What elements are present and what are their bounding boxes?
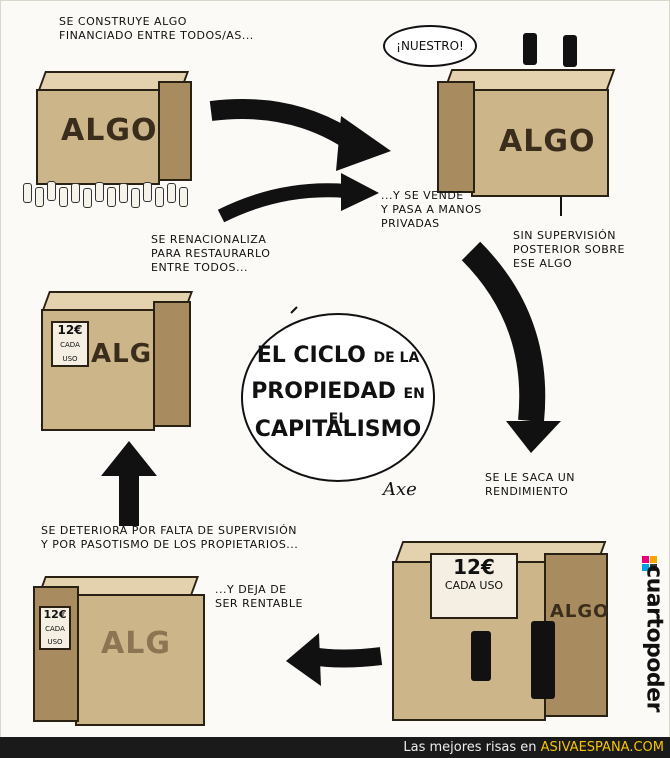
faded-algo-label: ALG bbox=[101, 626, 171, 661]
owner-figure bbox=[523, 33, 537, 65]
footer-text: Las mejores risas en bbox=[403, 740, 541, 755]
broken-algo-label: ALG bbox=[91, 339, 153, 369]
price-sign: 12€ CADA USO bbox=[39, 606, 71, 650]
brand-logo: cuartopoder bbox=[639, 556, 667, 726]
caption-built: SE CONSTRUYE ALGO FINANCIADO ENTRE TODOS… bbox=[59, 15, 254, 42]
artist-signature: Axe bbox=[383, 479, 417, 500]
footer-site[interactable]: ASIVAESPANA.COM bbox=[540, 740, 664, 755]
algo-label: ALGO bbox=[61, 113, 158, 148]
algo-label: ALGO bbox=[499, 124, 596, 159]
brand-icon bbox=[642, 556, 657, 571]
algo-block-profit: 12€ CADA USO ALGO bbox=[386, 541, 616, 721]
speech-bubble-ours: ¡NUESTRO! bbox=[383, 25, 477, 67]
caption-no-supervision: SIN SUPERVISIÓN POSTERIOR SOBRE ESE ALGO bbox=[513, 229, 625, 270]
algo-block-deteriorated: 12€ CADA USO ALG bbox=[29, 576, 205, 726]
security-guard-figure bbox=[531, 621, 555, 699]
owner-figure bbox=[563, 35, 577, 67]
algo-side-label: ALGO bbox=[550, 601, 610, 622]
title-circle: EL CICLO DE LA PROPIEDAD EN EL CAPITALIS… bbox=[241, 313, 435, 482]
crowd-people bbox=[21, 179, 201, 213]
caption-sold: ...Y SE VENDE Y PASA A MANOS PRIVADAS bbox=[381, 189, 482, 230]
price-sign: 12€ CADA USO bbox=[51, 321, 89, 367]
caption-unprofitable: ...Y DEJA DE SER RENTABLE bbox=[215, 583, 303, 610]
algo-block-private: ALGO bbox=[431, 69, 621, 197]
caption-renationalize: SE RENACIONALIZA PARA RESTAURARLO ENTRE … bbox=[151, 233, 271, 274]
comic-panel: SE CONSTRUYE ALGO FINANCIADO ENTRE TODOS… bbox=[0, 0, 670, 738]
algo-block-public: ALGO bbox=[31, 71, 196, 185]
title-line-2: PROPIEDAD EN EL bbox=[251, 379, 425, 427]
caption-deteriorates: SE DETERIORA POR FALTA DE SUPERVISIÓN Y … bbox=[41, 524, 299, 551]
owner-figure bbox=[471, 631, 491, 681]
algo-block-restoring: 12€ CADA USO ALG bbox=[35, 291, 195, 431]
price-sign: 12€ CADA USO bbox=[430, 553, 518, 619]
caption-profit: SE LE SACA UN RENDIMIENTO bbox=[485, 471, 576, 498]
title-line-1: EL CICLO DE LA bbox=[256, 343, 420, 368]
brand-name: cuartopoder bbox=[641, 565, 667, 712]
footer-bar: Las mejores risas en ASIVAESPANA.COM bbox=[0, 737, 670, 758]
title-line-3: CAPITALISMO bbox=[254, 417, 422, 442]
